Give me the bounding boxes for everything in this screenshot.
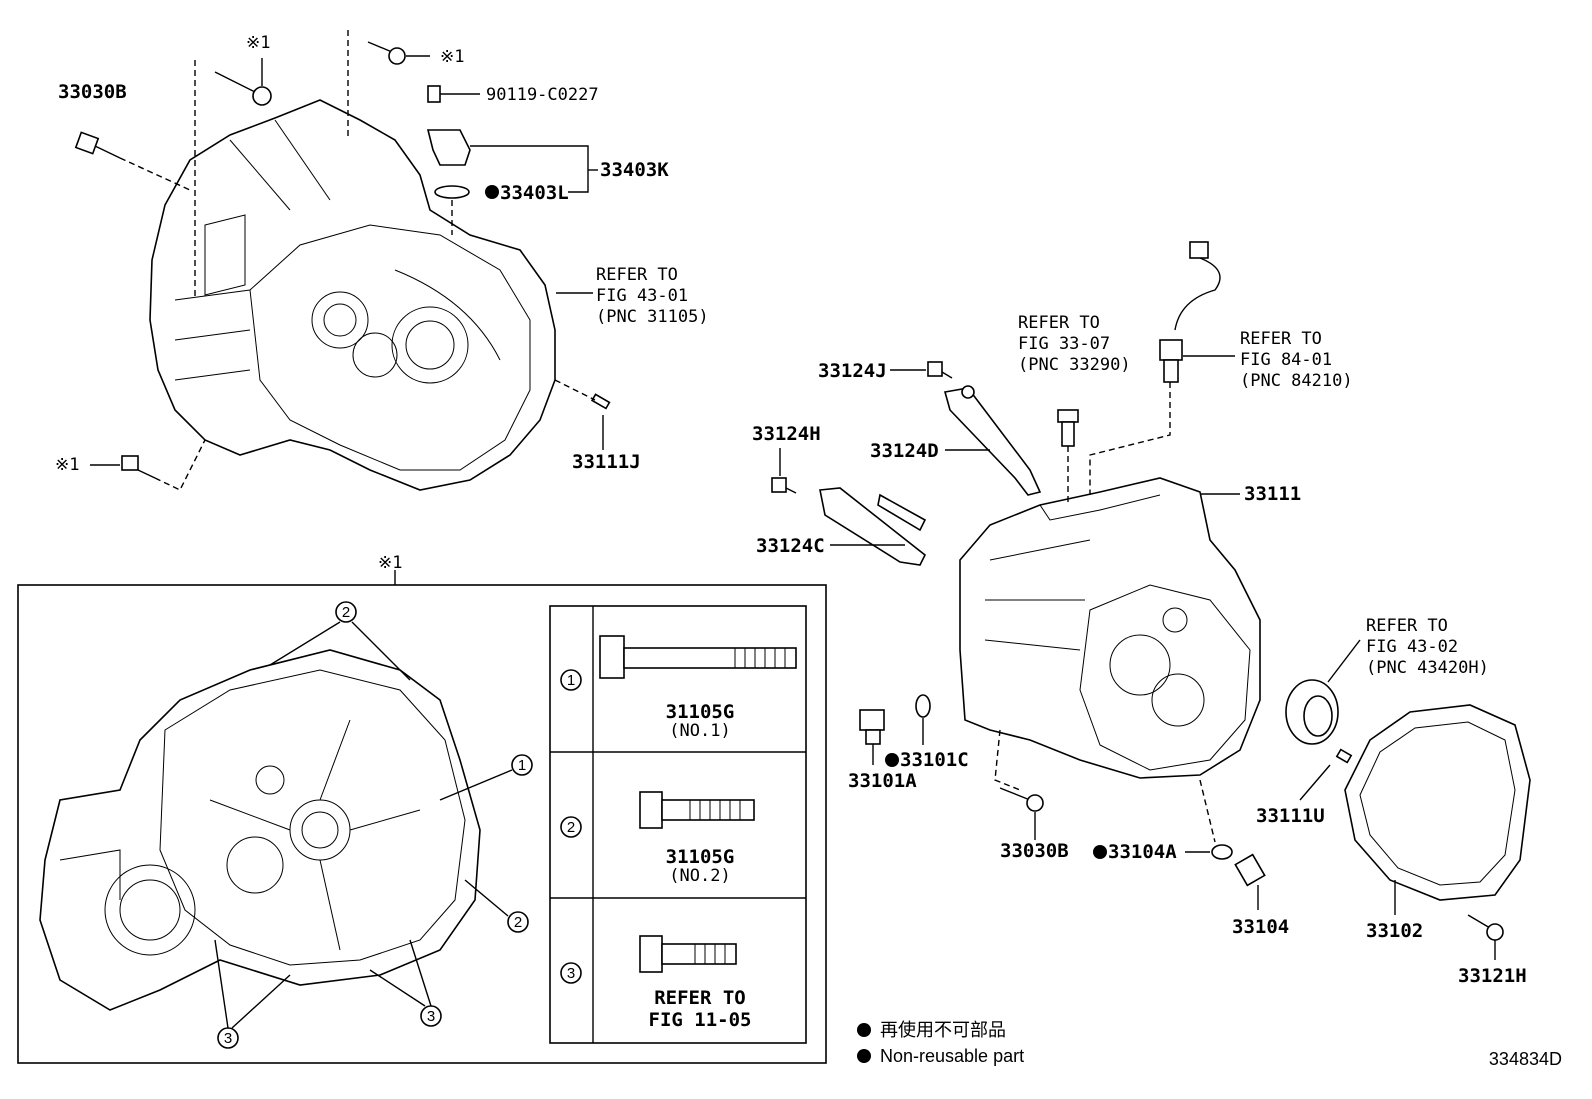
callout-3-left: 3 xyxy=(214,939,291,1049)
svg-text:FIG 84-01: FIG 84-01 xyxy=(1240,350,1332,370)
bolt-33121H xyxy=(1467,914,1504,960)
non-reusable-dot-33101C xyxy=(885,753,899,767)
label-x1-b: ※1 xyxy=(440,47,464,67)
detail-housing-drawing xyxy=(39,649,481,1011)
svg-text:1: 1 xyxy=(518,757,526,774)
svg-text:2: 2 xyxy=(514,914,522,931)
clutch-housing-drawing xyxy=(149,99,556,491)
label-33030B-top: 33030B xyxy=(58,81,127,103)
svg-text:FIG 11-05: FIG 11-05 xyxy=(649,1009,752,1031)
refer-note-43-02: REFER TO FIG 43-02 (PNC 43420H) xyxy=(1366,616,1489,678)
svg-text:REFER TO: REFER TO xyxy=(654,987,746,1009)
svg-text:REFER TO: REFER TO xyxy=(1240,329,1322,349)
svg-text:31105G: 31105G xyxy=(666,846,735,868)
bolt-33124J xyxy=(890,361,953,379)
callout-2-right: 2 xyxy=(464,879,529,933)
svg-text:3: 3 xyxy=(427,1008,435,1025)
bolt-table-row-1: 1 31105G (NO.1) xyxy=(560,669,735,741)
svg-text:FIG 33-07: FIG 33-07 xyxy=(1018,334,1110,354)
label-33403K: 33403K xyxy=(600,159,669,181)
bolt-33030B-bottom xyxy=(994,729,1044,840)
pin-33111J xyxy=(554,379,611,450)
label-33101C: 33101C xyxy=(900,749,969,771)
svg-text:FIG 43-01: FIG 43-01 xyxy=(596,286,688,306)
label-33030B-bottom: 33030B xyxy=(1000,840,1069,862)
label-33104A: 33104A xyxy=(1108,841,1177,863)
svg-text:(PNC 43420H): (PNC 43420H) xyxy=(1366,658,1489,678)
gasket-33101C xyxy=(915,694,931,745)
label-33124H: 33124H xyxy=(752,423,821,445)
non-reusable-dot-33403L xyxy=(485,185,499,199)
bracket-33124C xyxy=(819,487,927,566)
label-33121H: 33121H xyxy=(1458,965,1527,987)
bolt-x1-c xyxy=(90,439,206,491)
svg-text:REFER TO: REFER TO xyxy=(1366,616,1448,636)
svg-text:2: 2 xyxy=(567,819,575,836)
label-33124J: 33124J xyxy=(818,360,887,382)
svg-text:31105G: 31105G xyxy=(666,701,735,723)
legend-dot-en xyxy=(857,1049,871,1063)
refer-note-33-07: REFER TO FIG 33-07 (PNC 33290) xyxy=(1018,313,1131,375)
svg-text:2: 2 xyxy=(342,604,350,621)
label-x1-c: ※1 xyxy=(55,455,79,475)
label-x1-a: ※1 xyxy=(246,33,270,53)
label-33111J: 33111J xyxy=(572,451,641,473)
label-33111U: 33111U xyxy=(1256,805,1325,827)
svg-text:1: 1 xyxy=(567,672,575,689)
callout-1-right: 1 xyxy=(439,754,533,801)
plug-33101A xyxy=(859,709,885,765)
callout-3-right: 3 xyxy=(369,939,442,1027)
svg-text:3: 3 xyxy=(224,1030,232,1047)
svg-text:FIG 43-02: FIG 43-02 xyxy=(1366,637,1458,657)
legend-en: Non-reusable part xyxy=(880,1046,1024,1066)
detail-box xyxy=(17,584,827,1064)
sensor-33403K xyxy=(426,85,598,235)
svg-text:(PNC 31105): (PNC 31105) xyxy=(596,307,709,327)
bolt-x1-b xyxy=(347,30,430,140)
label-x1-box: ※1 xyxy=(378,553,402,573)
legend-jp: 再使用不可部品 xyxy=(880,1020,1006,1040)
legend-dot-jp xyxy=(857,1023,871,1037)
gasket-33104A xyxy=(1185,779,1233,860)
cover-33102 xyxy=(1344,704,1531,915)
label-90119-C0227: 90119-C0227 xyxy=(486,85,599,105)
seal-43420H xyxy=(1285,639,1361,745)
label-33124D: 33124D xyxy=(870,440,939,462)
svg-text:(PNC 33290): (PNC 33290) xyxy=(1018,355,1131,375)
svg-text:(NO.2): (NO.2) xyxy=(669,866,730,886)
svg-text:REFER TO: REFER TO xyxy=(1018,313,1100,333)
label-33111: 33111 xyxy=(1244,483,1301,505)
switch-33290 xyxy=(1057,409,1079,505)
transmission-case-drawing xyxy=(959,477,1261,779)
bolt-33030B-top xyxy=(74,131,191,191)
label-33102: 33102 xyxy=(1366,920,1423,942)
refer-note-84-01: REFER TO FIG 84-01 (PNC 84210) xyxy=(1240,329,1353,391)
bolt-table-row-2: 2 31105G (NO.2) xyxy=(560,816,735,886)
bolt-33124H xyxy=(771,448,797,494)
svg-text:(NO.1): (NO.1) xyxy=(669,721,730,741)
svg-text:REFER TO: REFER TO xyxy=(596,265,678,285)
pin-33111U xyxy=(1299,748,1353,801)
figure-id: 334834D xyxy=(1489,1049,1562,1069)
label-33101A: 33101A xyxy=(848,770,917,792)
bracket-33124D xyxy=(943,385,1042,496)
plug-33104 xyxy=(1234,853,1266,910)
label-33124C: 33124C xyxy=(756,535,825,557)
sensor-84210 xyxy=(1089,241,1235,495)
label-33403L: 33403L xyxy=(500,182,569,204)
svg-text:(PNC 84210): (PNC 84210) xyxy=(1240,371,1353,391)
refer-note-43-01: REFER TO FIG 43-01 (PNC 31105) xyxy=(596,265,709,327)
legend: 再使用不可部品 Non-reusable part xyxy=(857,1020,1024,1066)
callout-2-top: 2 xyxy=(269,601,411,681)
bolt-table-row-3: 3 REFER TO FIG 11-05 xyxy=(560,962,752,1031)
bolt-table xyxy=(549,605,807,1044)
bolt-x1-a xyxy=(194,58,272,300)
label-33104: 33104 xyxy=(1232,916,1289,938)
svg-text:3: 3 xyxy=(567,965,575,982)
non-reusable-dot-33104A xyxy=(1093,845,1107,859)
